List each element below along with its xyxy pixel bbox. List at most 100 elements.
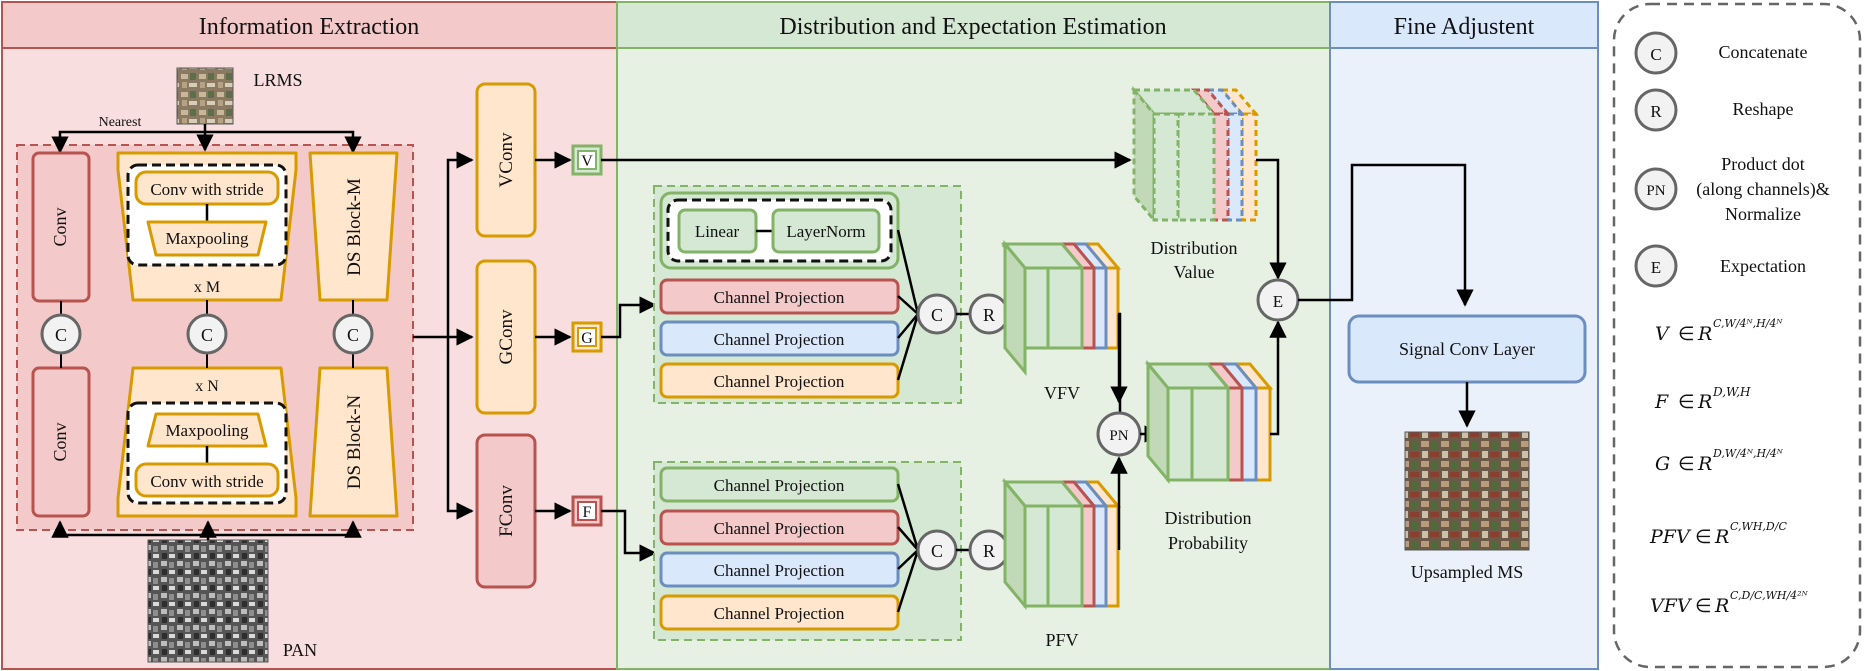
svg-text:C,W/4ᴺ,H/4ᴺ: C,W/4ᴺ,H/4ᴺ (1713, 317, 1783, 330)
fine-title: Fine Adjustent (1394, 14, 1535, 40)
v-node: V (571, 144, 603, 176)
svg-text:PN: PN (1109, 428, 1128, 444)
xm-label: x M (194, 279, 220, 296)
pan-image (147, 539, 269, 663)
conv-stride-n (134, 462, 280, 498)
upper-converge-lines (896, 229, 920, 381)
legend-pn-label-3: Normalize (1725, 204, 1801, 224)
formula-g: G ∈ R D,W/4ᴺ,H/4ᴺ (1655, 447, 1784, 475)
svg-text:E: E (1273, 292, 1283, 311)
legend-r-label: Reshape (1733, 99, 1794, 119)
svg-text:R: R (1697, 391, 1712, 413)
pan-label: PAN (283, 640, 317, 660)
arrow-g-proj (601, 296, 657, 339)
dist-prob-stack (1144, 359, 1274, 485)
dist-prob-label-2: Probability (1168, 533, 1248, 553)
channel-proj-l2-label: Channel Projection (714, 519, 845, 538)
svg-text:R: R (1650, 102, 1662, 121)
svg-text:PN: PN (1646, 183, 1665, 199)
dist-prob-label-1: Distribution (1164, 508, 1251, 528)
arrow-f-proj (601, 509, 657, 562)
formula-pfv: PFV ∈ R C,WH,D/C (1649, 520, 1787, 548)
svg-text:∈: ∈ (1695, 596, 1712, 617)
ds-block-n-label: DS Block-N (344, 394, 365, 489)
svg-text:G: G (1655, 453, 1670, 475)
dist-title: Distribution and Expectation Estimation (779, 14, 1166, 40)
layernorm-label: LayerNorm (786, 222, 865, 241)
svg-text:VFV: VFV (1650, 595, 1693, 617)
fconv-label: FConv (496, 485, 517, 537)
svg-text:G: G (581, 330, 593, 347)
formula-v: V ∈ R C,W/4ᴺ,H/4ᴺ (1655, 317, 1783, 345)
linear-label: Linear (695, 222, 740, 241)
maxpool-m (146, 220, 268, 257)
concat-node-1: C (40, 313, 82, 355)
pfv-slabs (1001, 477, 1122, 611)
concat-node-3: C (332, 313, 374, 355)
dist-value-label-1: Distribution (1150, 238, 1237, 258)
channel-proj-u1-label: Channel Projection (714, 288, 845, 307)
formula-f: F ∈ R D,W,H (1654, 385, 1751, 413)
reshape-node-upper: R (968, 293, 1010, 335)
arrow-e-signal (1298, 163, 1474, 307)
arrow-pan-conv (51, 520, 208, 538)
gconv-label: GConv (496, 309, 517, 364)
signal-conv-label: Signal Conv Layer (1399, 339, 1535, 359)
svg-text:C: C (347, 325, 359, 345)
vconv-label: VConv (496, 132, 517, 187)
legend-e-label: Expectation (1720, 256, 1806, 276)
maxpool-n-label: Maxpooling (165, 421, 249, 440)
svg-text:∈: ∈ (1695, 527, 1712, 548)
svg-text:F: F (583, 504, 592, 521)
pfv-label: PFV (1045, 630, 1078, 650)
legend-pn: PN (1634, 167, 1678, 211)
legend-pn-label-2: (along channels)& (1696, 179, 1829, 200)
pn-node: PN (1096, 411, 1142, 457)
svg-text:R: R (983, 541, 995, 561)
expectation-node: E (1256, 278, 1300, 322)
svg-text:C: C (55, 325, 67, 345)
svg-text:C: C (931, 541, 943, 561)
fine-header (1329, 1, 1599, 49)
lrms-label: LRMS (253, 70, 302, 90)
svg-text:C: C (1650, 45, 1661, 64)
svg-text:R: R (1714, 526, 1729, 548)
formula-vfv: VFV ∈ R C,D/C,WH/4²ᴺ (1650, 589, 1809, 617)
arrow-to-fconv (446, 337, 474, 520)
lrms-image (176, 67, 234, 125)
svg-text:V: V (1655, 323, 1671, 345)
arrow-prob-e (1269, 320, 1287, 436)
ds-block-m (308, 151, 399, 302)
arrow-pan-dsn (208, 520, 362, 538)
info-header (1, 1, 618, 49)
channel-proj-u2 (659, 320, 900, 357)
channel-proj-l1-label: Channel Projection (714, 476, 845, 495)
svg-text:∈: ∈ (1678, 392, 1695, 413)
conv-stride-n-label: Conv with stride (150, 472, 263, 491)
dist-value-stack (1130, 85, 1260, 225)
arrow-lrms-dsm (205, 130, 362, 154)
channel-proj-u3-label: Channel Projection (714, 372, 845, 391)
arrow-lrms-conv (51, 130, 205, 154)
legend-r: R (1634, 88, 1678, 132)
channel-proj-l3 (659, 551, 900, 588)
legend-c: C (1634, 31, 1678, 75)
conv-stride-m-label: Conv with stride (150, 180, 263, 199)
concat-node-2: C (186, 313, 228, 355)
svg-text:V: V (581, 153, 593, 170)
svg-text:C: C (201, 325, 213, 345)
legend-pn-label-1: Product dot (1721, 154, 1805, 174)
channel-proj-l4 (659, 594, 900, 631)
arrow-to-vconv (446, 151, 474, 337)
svg-text:F: F (1654, 391, 1669, 413)
svg-text:D,W/4ᴺ,H/4ᴺ: D,W/4ᴺ,H/4ᴺ (1712, 447, 1784, 460)
lower-converge-lines (896, 483, 920, 613)
conv-bottom-label: Conv (50, 422, 70, 461)
xn-label: x N (195, 378, 219, 395)
svg-text:∈: ∈ (1678, 324, 1695, 345)
legend-e: E (1634, 244, 1678, 288)
svg-text:E: E (1651, 258, 1661, 277)
maxpool-n (146, 412, 268, 448)
ds-block-m-label: DS Block-M (344, 178, 365, 276)
